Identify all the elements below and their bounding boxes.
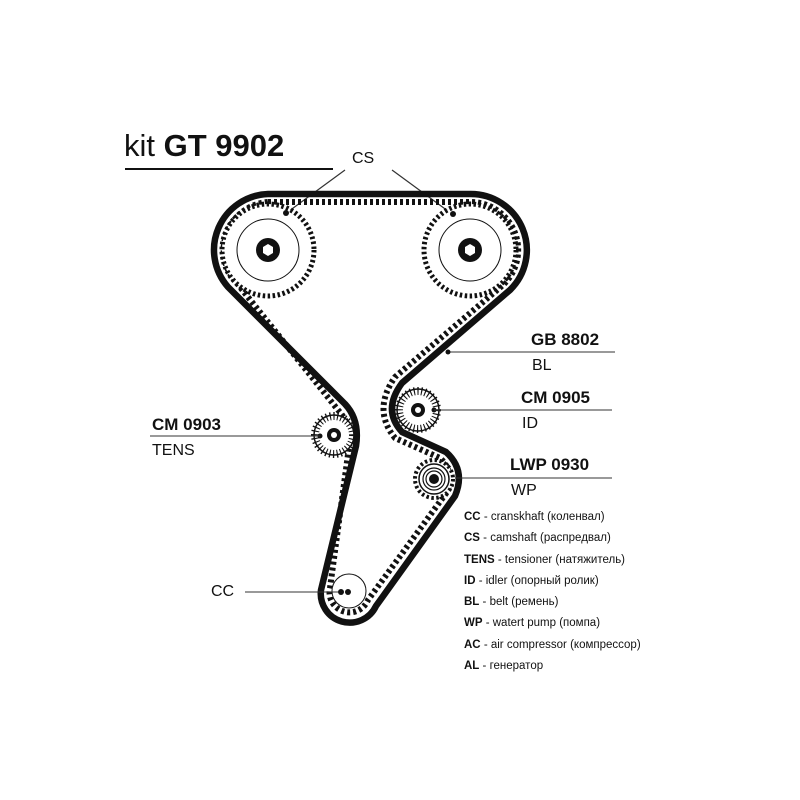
timing-belt [210,190,531,626]
tensioner-pulley [311,412,357,458]
kit-prefix: kit [124,128,155,163]
belt-abbr: BL [532,357,552,374]
belt-code: GB 8802 [531,330,600,349]
kit-title: kit GT 9902 [124,130,284,161]
cs-label: CS [352,150,375,167]
legend-item: CC - cranskhaft (коленвал) [464,511,605,523]
camshaft-pulley-right [421,201,519,299]
camshaft-pulley-left [219,201,317,299]
water-pump-code: LWP 0930 [510,455,590,474]
legend-item: WP - watert pump (помпа) [464,617,601,630]
tensioner-abbr: TENS [152,442,195,459]
idler-abbr: ID [522,415,538,432]
legend-item: BL - belt (ремень) [464,596,559,609]
cc-label: CC [211,583,235,600]
kit-code: GT 9902 [163,128,285,163]
idler-code: CM 0905 [521,388,590,407]
water-pump-pulley [413,458,455,500]
tensioner-code: CM 0903 [152,415,221,434]
legend-item: CS - camshaft (распредвал) [464,532,611,545]
crankshaft-pulley [331,573,367,609]
legend-item: ID - idler (опорный ролик) [464,574,599,587]
legend-item: TENS - tensioner (натяжитель) [464,553,626,566]
water-pump-abbr: WP [511,482,537,499]
legend-item: AL - генератор [464,660,544,673]
idler-pulley [395,387,441,433]
legend: CC - cranskhaft (коленвал) CS - camshaft… [464,511,641,681]
legend-item: AC - air compressor (компрессор) [464,638,641,651]
